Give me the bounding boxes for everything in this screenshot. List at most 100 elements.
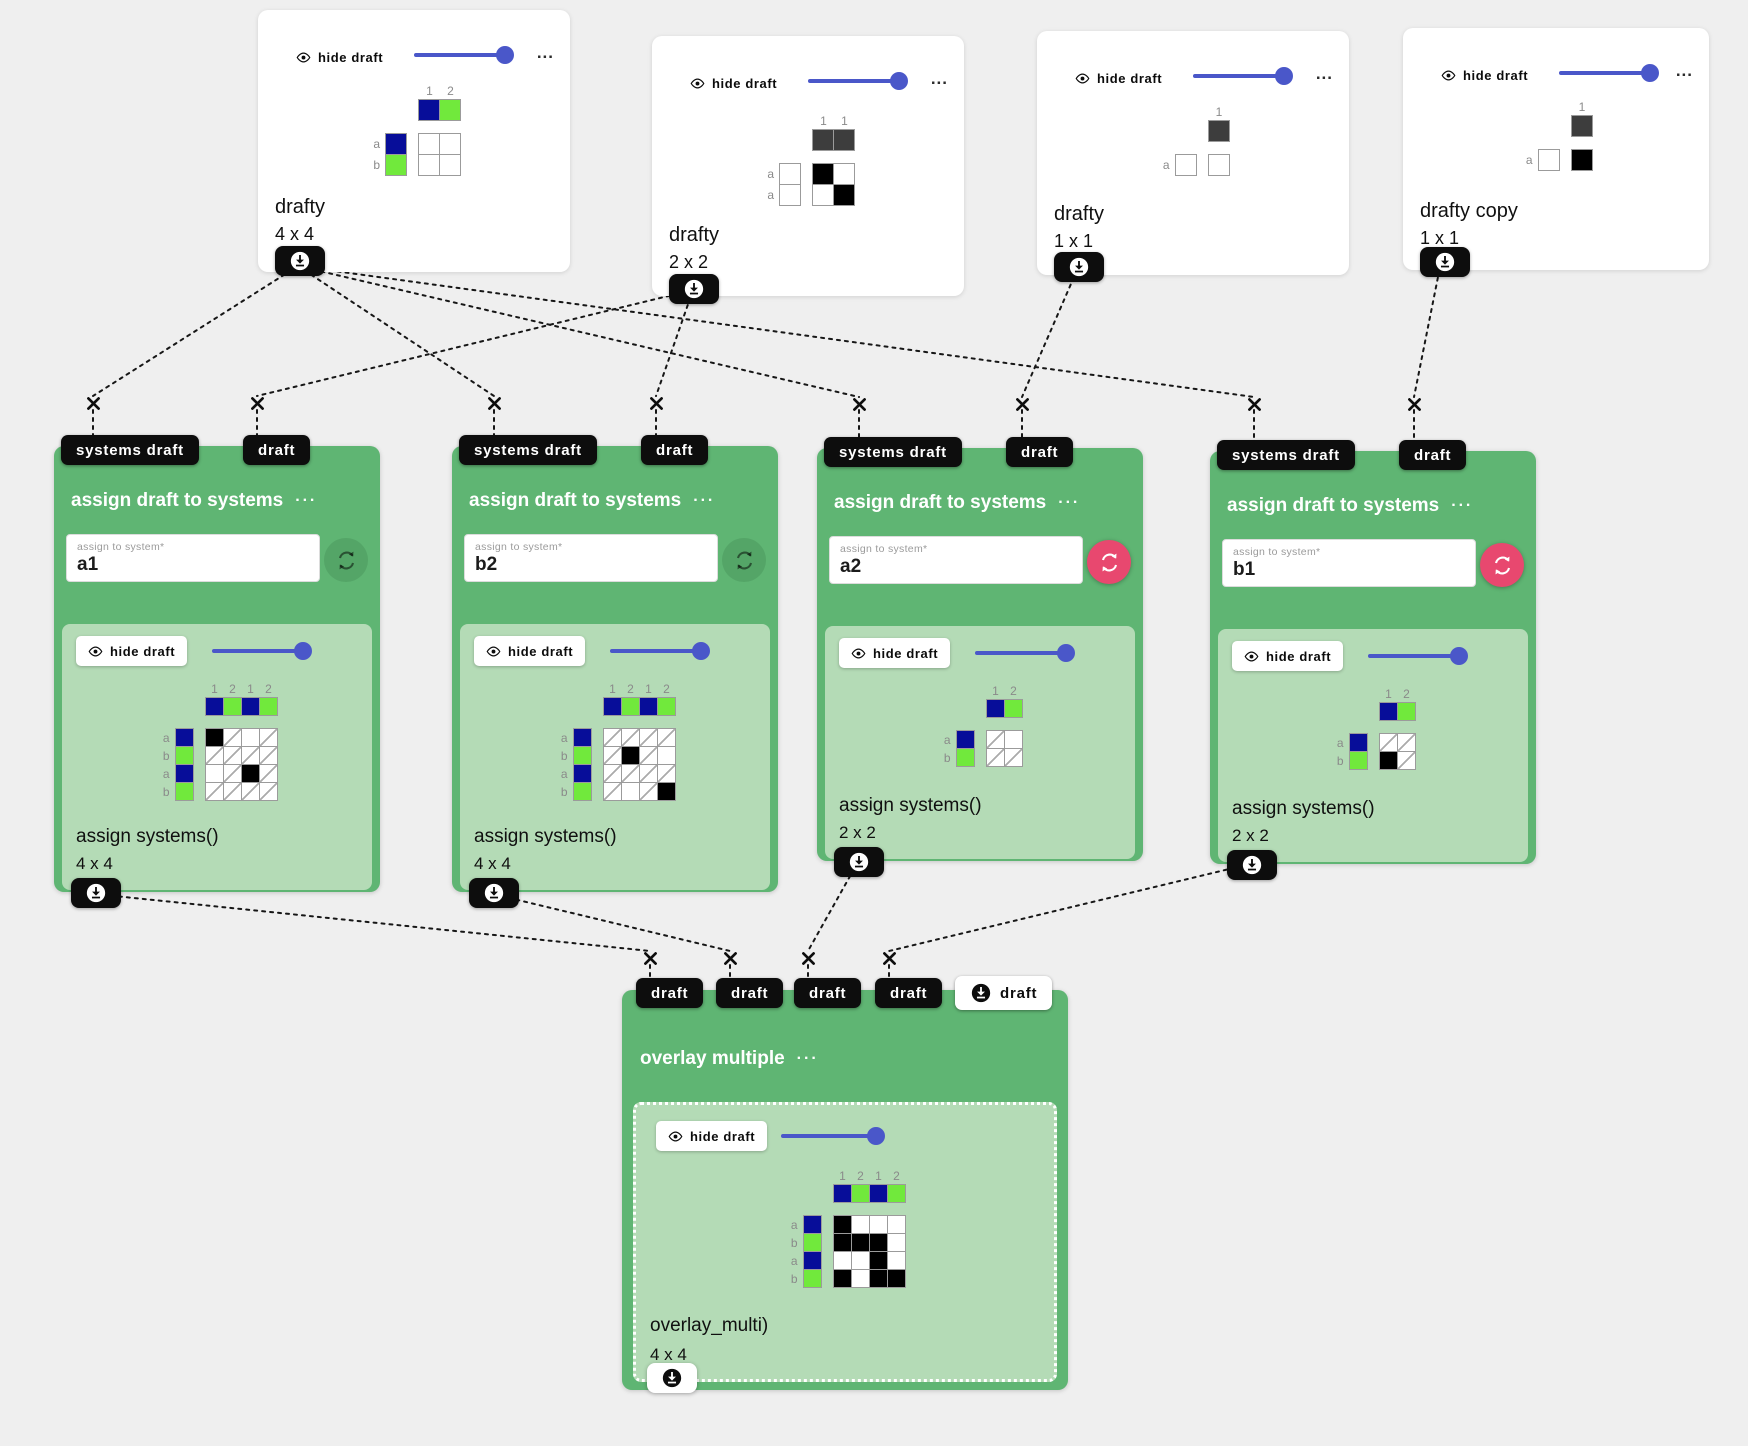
slider-thumb[interactable] xyxy=(1641,64,1659,82)
download-output-button[interactable] xyxy=(275,246,325,276)
x-icon[interactable] xyxy=(487,396,502,411)
x-icon[interactable] xyxy=(649,396,664,411)
x-icon[interactable] xyxy=(643,951,658,966)
assign-to-system-field[interactable]: assign to system* xyxy=(66,534,320,582)
download-output-button[interactable] xyxy=(669,274,719,304)
draft-opacity-slider[interactable] xyxy=(781,1127,885,1145)
download-output-button[interactable] xyxy=(1227,850,1277,880)
download-output-button[interactable] xyxy=(1054,252,1104,282)
x-icon[interactable] xyxy=(882,951,897,966)
x-icon[interactable] xyxy=(1407,397,1422,412)
result-title: assign systems() xyxy=(1232,798,1375,819)
x-icon[interactable] xyxy=(723,951,738,966)
wire xyxy=(297,265,1255,398)
draft-opacity-slider[interactable] xyxy=(610,642,710,660)
assign-to-system-input[interactable] xyxy=(475,554,707,576)
hide-draft-toggle[interactable]: hide draft xyxy=(1232,641,1344,671)
draft-opacity-slider[interactable] xyxy=(808,72,908,90)
slider-thumb[interactable] xyxy=(294,642,312,660)
grid-cell xyxy=(639,765,657,782)
download-output-button[interactable] xyxy=(469,878,519,908)
draft-opacity-slider[interactable] xyxy=(1193,67,1293,85)
hide-draft-toggle[interactable]: hide draft xyxy=(656,1121,768,1151)
x-icon[interactable] xyxy=(852,397,867,412)
x-icon[interactable] xyxy=(801,951,816,966)
assign-to-system-input[interactable] xyxy=(840,556,1072,578)
input-port-systems-draft[interactable]: systems draft xyxy=(824,437,962,467)
ellipsis-icon[interactable]: ··· xyxy=(796,1050,819,1067)
slider-thumb[interactable] xyxy=(1450,647,1468,665)
ellipsis-icon[interactable]: ··· xyxy=(1451,497,1474,514)
drawdown-grid-wrap xyxy=(418,133,461,176)
download-icon xyxy=(289,250,311,272)
input-port-draft[interactable]: draft xyxy=(641,435,709,465)
row-label: a xyxy=(162,767,170,781)
hide-draft-toggle[interactable]: hide draft xyxy=(296,50,383,65)
hide-draft-toggle[interactable]: hide draft xyxy=(690,76,777,91)
input-port-draft[interactable]: draft xyxy=(1006,437,1074,467)
slider-thumb[interactable] xyxy=(867,1127,885,1145)
hide-draft-toggle[interactable]: hide draft xyxy=(1075,71,1162,86)
slider-thumb[interactable] xyxy=(1057,644,1075,662)
hide-draft-label: hide draft xyxy=(1463,68,1529,83)
ellipsis-icon[interactable]: ... xyxy=(930,69,948,88)
hide-draft-label: hide draft xyxy=(508,643,574,659)
slider-thumb[interactable] xyxy=(1275,67,1293,85)
slider-track xyxy=(808,79,904,83)
column-label: 2 xyxy=(265,682,272,696)
refresh-button[interactable] xyxy=(324,538,368,582)
input-port-draft-2[interactable]: draft xyxy=(716,978,784,1008)
assign-to-system-field[interactable]: assign to system* xyxy=(464,534,718,582)
slider-thumb[interactable] xyxy=(692,642,710,660)
field-label: assign to system* xyxy=(1233,546,1321,558)
draft-opacity-slider[interactable] xyxy=(1559,64,1659,82)
grid-cell xyxy=(1379,703,1397,720)
hide-draft-toggle[interactable]: hide draft xyxy=(76,636,188,666)
draft-opacity-slider[interactable] xyxy=(414,46,514,64)
input-port-draft[interactable]: draft xyxy=(1399,440,1467,470)
assign-to-system-field[interactable]: assign to system* xyxy=(1222,539,1476,587)
hide-draft-toggle[interactable]: hide draft xyxy=(474,636,586,666)
ellipsis-icon[interactable]: ··· xyxy=(295,492,318,509)
draft-opacity-slider[interactable] xyxy=(975,644,1075,662)
assign-to-system-input[interactable] xyxy=(77,554,309,576)
download-output-button[interactable] xyxy=(1420,247,1470,277)
x-icon[interactable] xyxy=(1247,397,1262,412)
refresh-button[interactable] xyxy=(1087,540,1131,584)
ellipsis-icon[interactable]: ··· xyxy=(1058,494,1081,511)
input-port-draft[interactable]: draft xyxy=(243,435,311,465)
input-port-draft-3[interactable]: draft xyxy=(794,978,862,1008)
ellipsis-icon[interactable]: ... xyxy=(1315,64,1333,83)
column-label: 1 xyxy=(211,682,218,696)
refresh-button[interactable] xyxy=(1480,543,1524,587)
download-output-button[interactable] xyxy=(834,847,884,877)
grid-cell xyxy=(887,1234,905,1251)
row-system-squares-wrap xyxy=(802,1215,823,1288)
refresh-button[interactable] xyxy=(722,538,766,582)
output-port-draft[interactable]: draft xyxy=(955,976,1053,1010)
assign-to-system-input[interactable] xyxy=(1233,559,1465,581)
draft-opacity-slider[interactable] xyxy=(212,642,312,660)
x-icon[interactable] xyxy=(250,396,265,411)
download-icon xyxy=(483,882,505,904)
input-port-systems-draft[interactable]: systems draft xyxy=(459,435,597,465)
x-icon[interactable] xyxy=(86,396,101,411)
ellipsis-icon[interactable]: ... xyxy=(1675,61,1693,80)
hide-draft-toggle[interactable]: hide draft xyxy=(1441,68,1528,83)
x-icon[interactable] xyxy=(1015,397,1030,412)
ellipsis-icon[interactable]: ... xyxy=(536,43,554,62)
assign-to-system-field[interactable]: assign to system* xyxy=(829,536,1083,584)
input-port-draft-1[interactable]: draft xyxy=(636,978,704,1008)
input-port-systems-draft[interactable]: systems draft xyxy=(1217,440,1355,470)
ellipsis-icon[interactable]: ··· xyxy=(693,492,716,509)
draft-opacity-slider[interactable] xyxy=(1368,647,1468,665)
slider-thumb[interactable] xyxy=(496,46,514,64)
input-port-draft-4[interactable]: draft xyxy=(875,978,943,1008)
hide-draft-toggle[interactable]: hide draft xyxy=(839,638,951,668)
download-output-button[interactable] xyxy=(647,1363,697,1393)
slider-thumb[interactable] xyxy=(890,72,908,90)
input-port-systems-draft[interactable]: systems draft xyxy=(61,435,199,465)
download-output-button[interactable] xyxy=(71,878,121,908)
